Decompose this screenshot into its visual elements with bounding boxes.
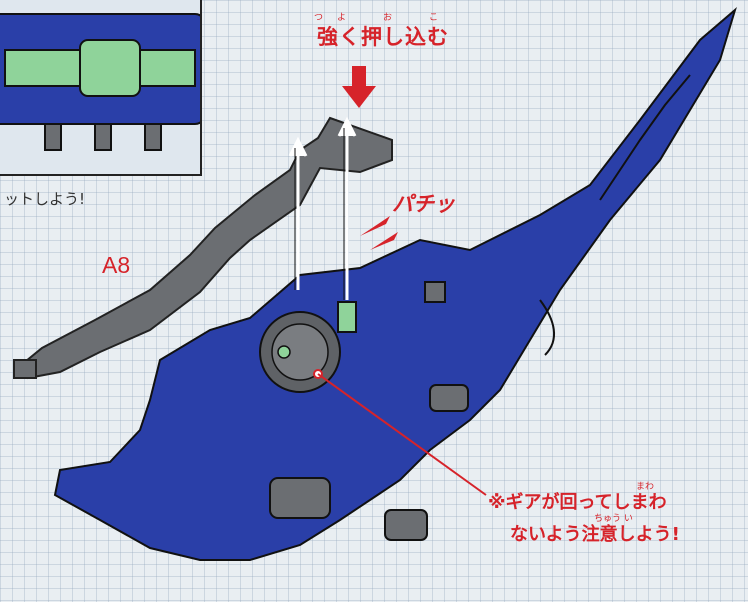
down-arrow-icon <box>342 66 376 108</box>
leader-line-icon <box>313 369 487 496</box>
inset-caption: ットしよう! <box>4 190 86 208</box>
green-pin <box>337 301 357 333</box>
instruction-ruby: つよ お こ <box>313 13 452 23</box>
tail-ridges <box>539 74 691 356</box>
part-label-a8: A8 <box>102 252 131 278</box>
gear-caution-note: まわ ※ギアが回ってしまわ ちゅう い ないよう注意しよう! <box>488 482 738 546</box>
gray-joints <box>269 281 469 541</box>
note-line-1: ※ギアが回ってしまわ <box>488 492 667 513</box>
note-ruby-1: まわ <box>636 482 655 492</box>
note-line-2: ないよう注意しよう! <box>510 524 680 545</box>
detail-inset <box>0 0 202 176</box>
instruction-text: 強く押し込む <box>317 25 449 49</box>
blue-zoid-body <box>53 7 737 561</box>
inset-illustration <box>0 13 200 151</box>
note-ruby-2: ちゅう い <box>594 514 633 524</box>
push-instruction: つよ お こ 強く押し込む <box>298 12 468 50</box>
impact-lines-icon <box>360 216 398 250</box>
up-arrow-icon <box>288 116 357 300</box>
snap-sound-effect: パチッ <box>392 192 455 216</box>
